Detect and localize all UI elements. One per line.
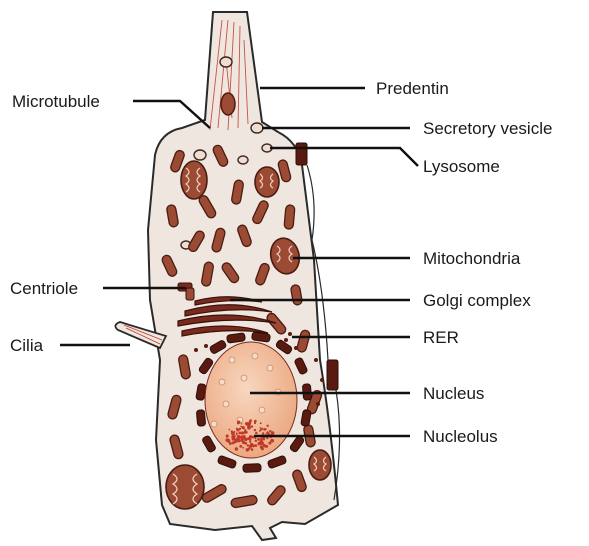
nucleolus-granule	[236, 434, 238, 436]
nucleolus-granule	[226, 435, 229, 438]
nucleolus-granule	[237, 420, 241, 424]
nucleolus-granule	[254, 422, 256, 424]
nucleolus-granule	[241, 431, 244, 434]
nucleolus-granule	[249, 435, 252, 438]
nucleolus-granule	[231, 432, 235, 436]
label-predentin: Predentin	[376, 79, 449, 98]
nucleolus-granule	[254, 437, 256, 439]
nucleolus-granule	[251, 425, 253, 427]
nucleolus-granule	[237, 436, 240, 439]
nucleolus-granule	[252, 445, 254, 447]
nucleolus-granule	[262, 432, 265, 435]
nucleolus-granule	[260, 437, 263, 440]
nucleolus-granule	[232, 437, 236, 441]
nucleolus-granule	[261, 447, 264, 450]
nucleolus-granule	[239, 428, 241, 430]
nucleolus-granule	[247, 437, 249, 439]
nucleolus-granule	[229, 442, 232, 445]
nucleolus-granule	[264, 428, 266, 430]
nucleolus-granule	[249, 445, 252, 448]
nucleolus-granule	[241, 423, 243, 425]
nucleolus-granule	[270, 439, 274, 443]
secretory-vesicle	[194, 150, 206, 160]
nucleolus-granule	[249, 440, 251, 442]
label-nucleus: Nucleus	[423, 384, 484, 403]
label-secretory-vesicle: Secretory vesicle	[423, 119, 552, 138]
label-lysosome: Lysosome	[423, 157, 500, 176]
mitochondrion	[255, 167, 279, 197]
lysosome	[221, 93, 235, 115]
nucleolus-granule	[242, 447, 244, 449]
nucleus	[205, 342, 297, 458]
nucleolus-granule	[266, 425, 268, 427]
mitochondrion	[181, 161, 207, 199]
nucleolus-granule	[261, 440, 263, 442]
label-golgi: Golgi complex	[423, 291, 531, 310]
nucleolus-granule	[238, 431, 241, 434]
label-microtubule: Microtubule	[12, 92, 100, 111]
nucleolus-granule	[236, 427, 238, 429]
nucleolus-granule	[244, 442, 247, 445]
nucleolus-granule	[260, 422, 262, 424]
secretory-vesicle	[238, 156, 248, 164]
nucleolus-granule	[249, 419, 252, 422]
nucleolus-granule	[247, 444, 249, 446]
nucleolus-granule	[259, 441, 261, 443]
label-centriole: Centriole	[10, 279, 78, 298]
nucleolus-granule	[237, 439, 240, 442]
nucleolus-granule	[260, 429, 262, 431]
nucleolus-granule	[245, 429, 247, 431]
secretory-vesicle	[251, 123, 263, 133]
nucleolus-granule	[242, 426, 245, 429]
nucleolus-granule	[267, 431, 269, 433]
mitochondrion	[309, 450, 331, 480]
label-mitochondria: Mitochondria	[423, 249, 521, 268]
nucleolus-granule	[260, 427, 262, 429]
nucleolus-granule	[248, 447, 251, 450]
junction	[296, 143, 307, 165]
nucleolus-granule	[266, 437, 268, 439]
nucleolus-granule	[251, 449, 253, 451]
label-nucleolus: Nucleolus	[423, 427, 498, 446]
nucleolus-granule	[262, 438, 265, 441]
nucleolus-granule	[228, 429, 230, 431]
nucleolus-granule	[263, 444, 266, 447]
junction	[327, 360, 338, 390]
nucleolus-granule	[242, 436, 246, 440]
nucleolus-granule	[239, 445, 242, 448]
nucleolus-granule	[255, 440, 257, 442]
nucleolus-granule	[254, 429, 256, 431]
nucleolus-granule	[269, 442, 271, 444]
nucleolus-granule	[255, 432, 258, 435]
label-rer: RER	[423, 328, 459, 347]
secretory-vesicle	[220, 57, 232, 67]
nucleolus-granule	[235, 447, 238, 450]
nucleolus-granule	[244, 431, 246, 433]
nucleolus-granule	[269, 430, 272, 433]
mitochondrion	[166, 465, 204, 509]
nucleolus-granule	[248, 423, 251, 426]
nucleolus-granule	[234, 440, 237, 443]
nucleolus-granule	[249, 438, 251, 440]
label-cilia: Cilia	[10, 336, 44, 355]
